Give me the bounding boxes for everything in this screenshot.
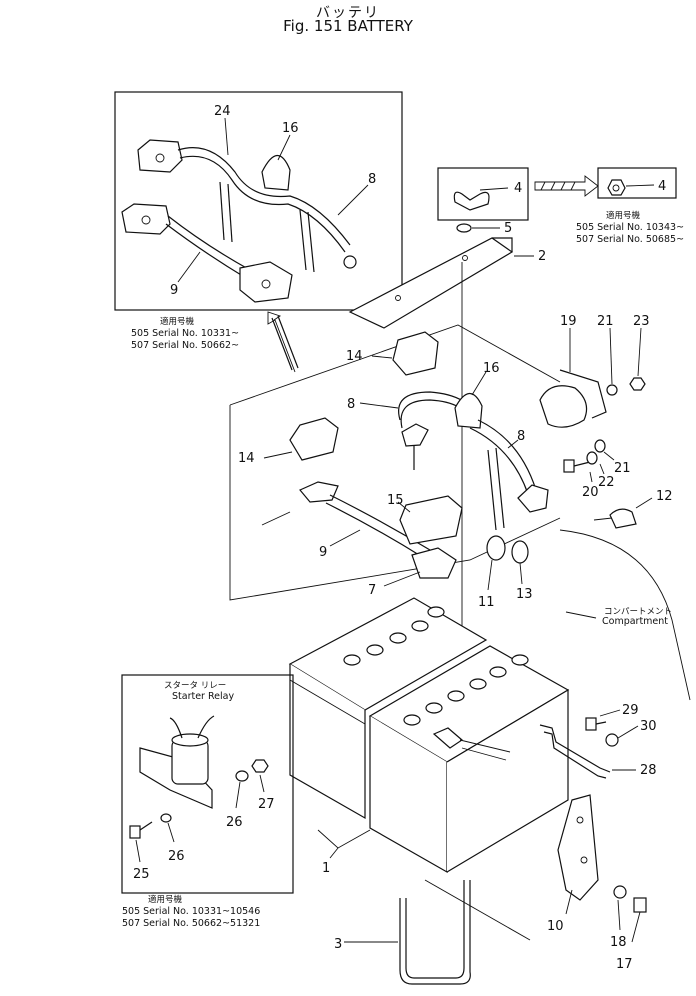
callout-26: 26 bbox=[226, 815, 243, 830]
callout-21: 21 bbox=[614, 461, 631, 476]
callout-13: 13 bbox=[516, 587, 533, 602]
callout-16: 16 bbox=[483, 361, 500, 376]
compartment-label: Compartment bbox=[602, 616, 668, 627]
note-serial-line: 507 Serial No. 50685~ bbox=[576, 234, 684, 245]
callout-1: 1 bbox=[322, 861, 330, 876]
callout-28: 28 bbox=[640, 763, 657, 778]
note-serial-line: 505 Serial No. 10343~ bbox=[576, 222, 684, 233]
callout-11: 11 bbox=[478, 595, 495, 610]
note-serial-line: 505 Serial No. 10331~ bbox=[131, 328, 239, 339]
callout-5: 5 bbox=[504, 221, 512, 236]
page-title-jp: バッテリ bbox=[316, 5, 380, 21]
callout-25: 25 bbox=[133, 867, 150, 882]
callout-26: 26 bbox=[168, 849, 185, 864]
callout-18: 18 bbox=[610, 935, 627, 950]
callout-2: 2 bbox=[538, 249, 546, 264]
page-title: Fig. 151 BATTERY bbox=[283, 17, 413, 35]
inset-starter-relay: 27 26 26 25 bbox=[121, 674, 294, 894]
callout-16: 16 bbox=[282, 121, 299, 136]
note-serial-line: 505 Serial No. 10331~10546 bbox=[122, 906, 260, 917]
callout-4: 4 bbox=[514, 181, 522, 196]
callout-15: 15 bbox=[387, 493, 404, 508]
callout-21: 21 bbox=[597, 314, 614, 329]
callout-30: 30 bbox=[640, 719, 657, 734]
callout-14: 14 bbox=[238, 451, 255, 466]
callout-4: 4 bbox=[658, 179, 666, 194]
starter-relay-label: Starter Relay bbox=[172, 691, 234, 702]
callout-8: 8 bbox=[347, 397, 355, 412]
starter-relay-assembly: 19 21 23 20 22 21 12 bbox=[539, 314, 673, 529]
batteries: 1 bbox=[288, 597, 570, 876]
callout-8: 8 bbox=[368, 172, 376, 187]
note-serial-line: 507 Serial No. 50662~ bbox=[131, 340, 239, 351]
callout-9: 9 bbox=[319, 545, 327, 560]
note-serial-line: 507 Serial No. 50662~51321 bbox=[122, 918, 260, 929]
callout-20: 20 bbox=[582, 485, 599, 500]
compartment-label-jp: コンパートメント bbox=[604, 607, 672, 617]
note-heading: 適用号機 bbox=[148, 894, 183, 905]
callout-22: 22 bbox=[598, 475, 615, 490]
callout-12: 12 bbox=[656, 489, 673, 504]
callout-29: 29 bbox=[622, 703, 639, 718]
inset-harness-variant: 24 16 8 9 bbox=[114, 91, 403, 311]
callout-17: 17 bbox=[616, 957, 633, 972]
callout-19: 19 bbox=[560, 314, 577, 329]
callout-24: 24 bbox=[214, 104, 231, 119]
starter-relay-label-jp: スタータ リレー bbox=[164, 681, 226, 691]
wiring-group: 14 14 8 16 8 11 13 bbox=[229, 324, 561, 610]
callout-27: 27 bbox=[258, 797, 275, 812]
callout-9: 9 bbox=[170, 283, 178, 298]
wing-nut-variant: 4 4 bbox=[437, 167, 677, 221]
note-heading: 適用号機 bbox=[160, 316, 195, 327]
callout-14: 14 bbox=[346, 349, 363, 364]
callout-8: 8 bbox=[517, 429, 525, 444]
callout-3: 3 bbox=[334, 937, 342, 952]
callout-7: 7 bbox=[368, 583, 376, 598]
note-heading: 適用号機 bbox=[606, 210, 641, 221]
callout-10: 10 bbox=[547, 919, 564, 934]
callout-23: 23 bbox=[633, 314, 650, 329]
